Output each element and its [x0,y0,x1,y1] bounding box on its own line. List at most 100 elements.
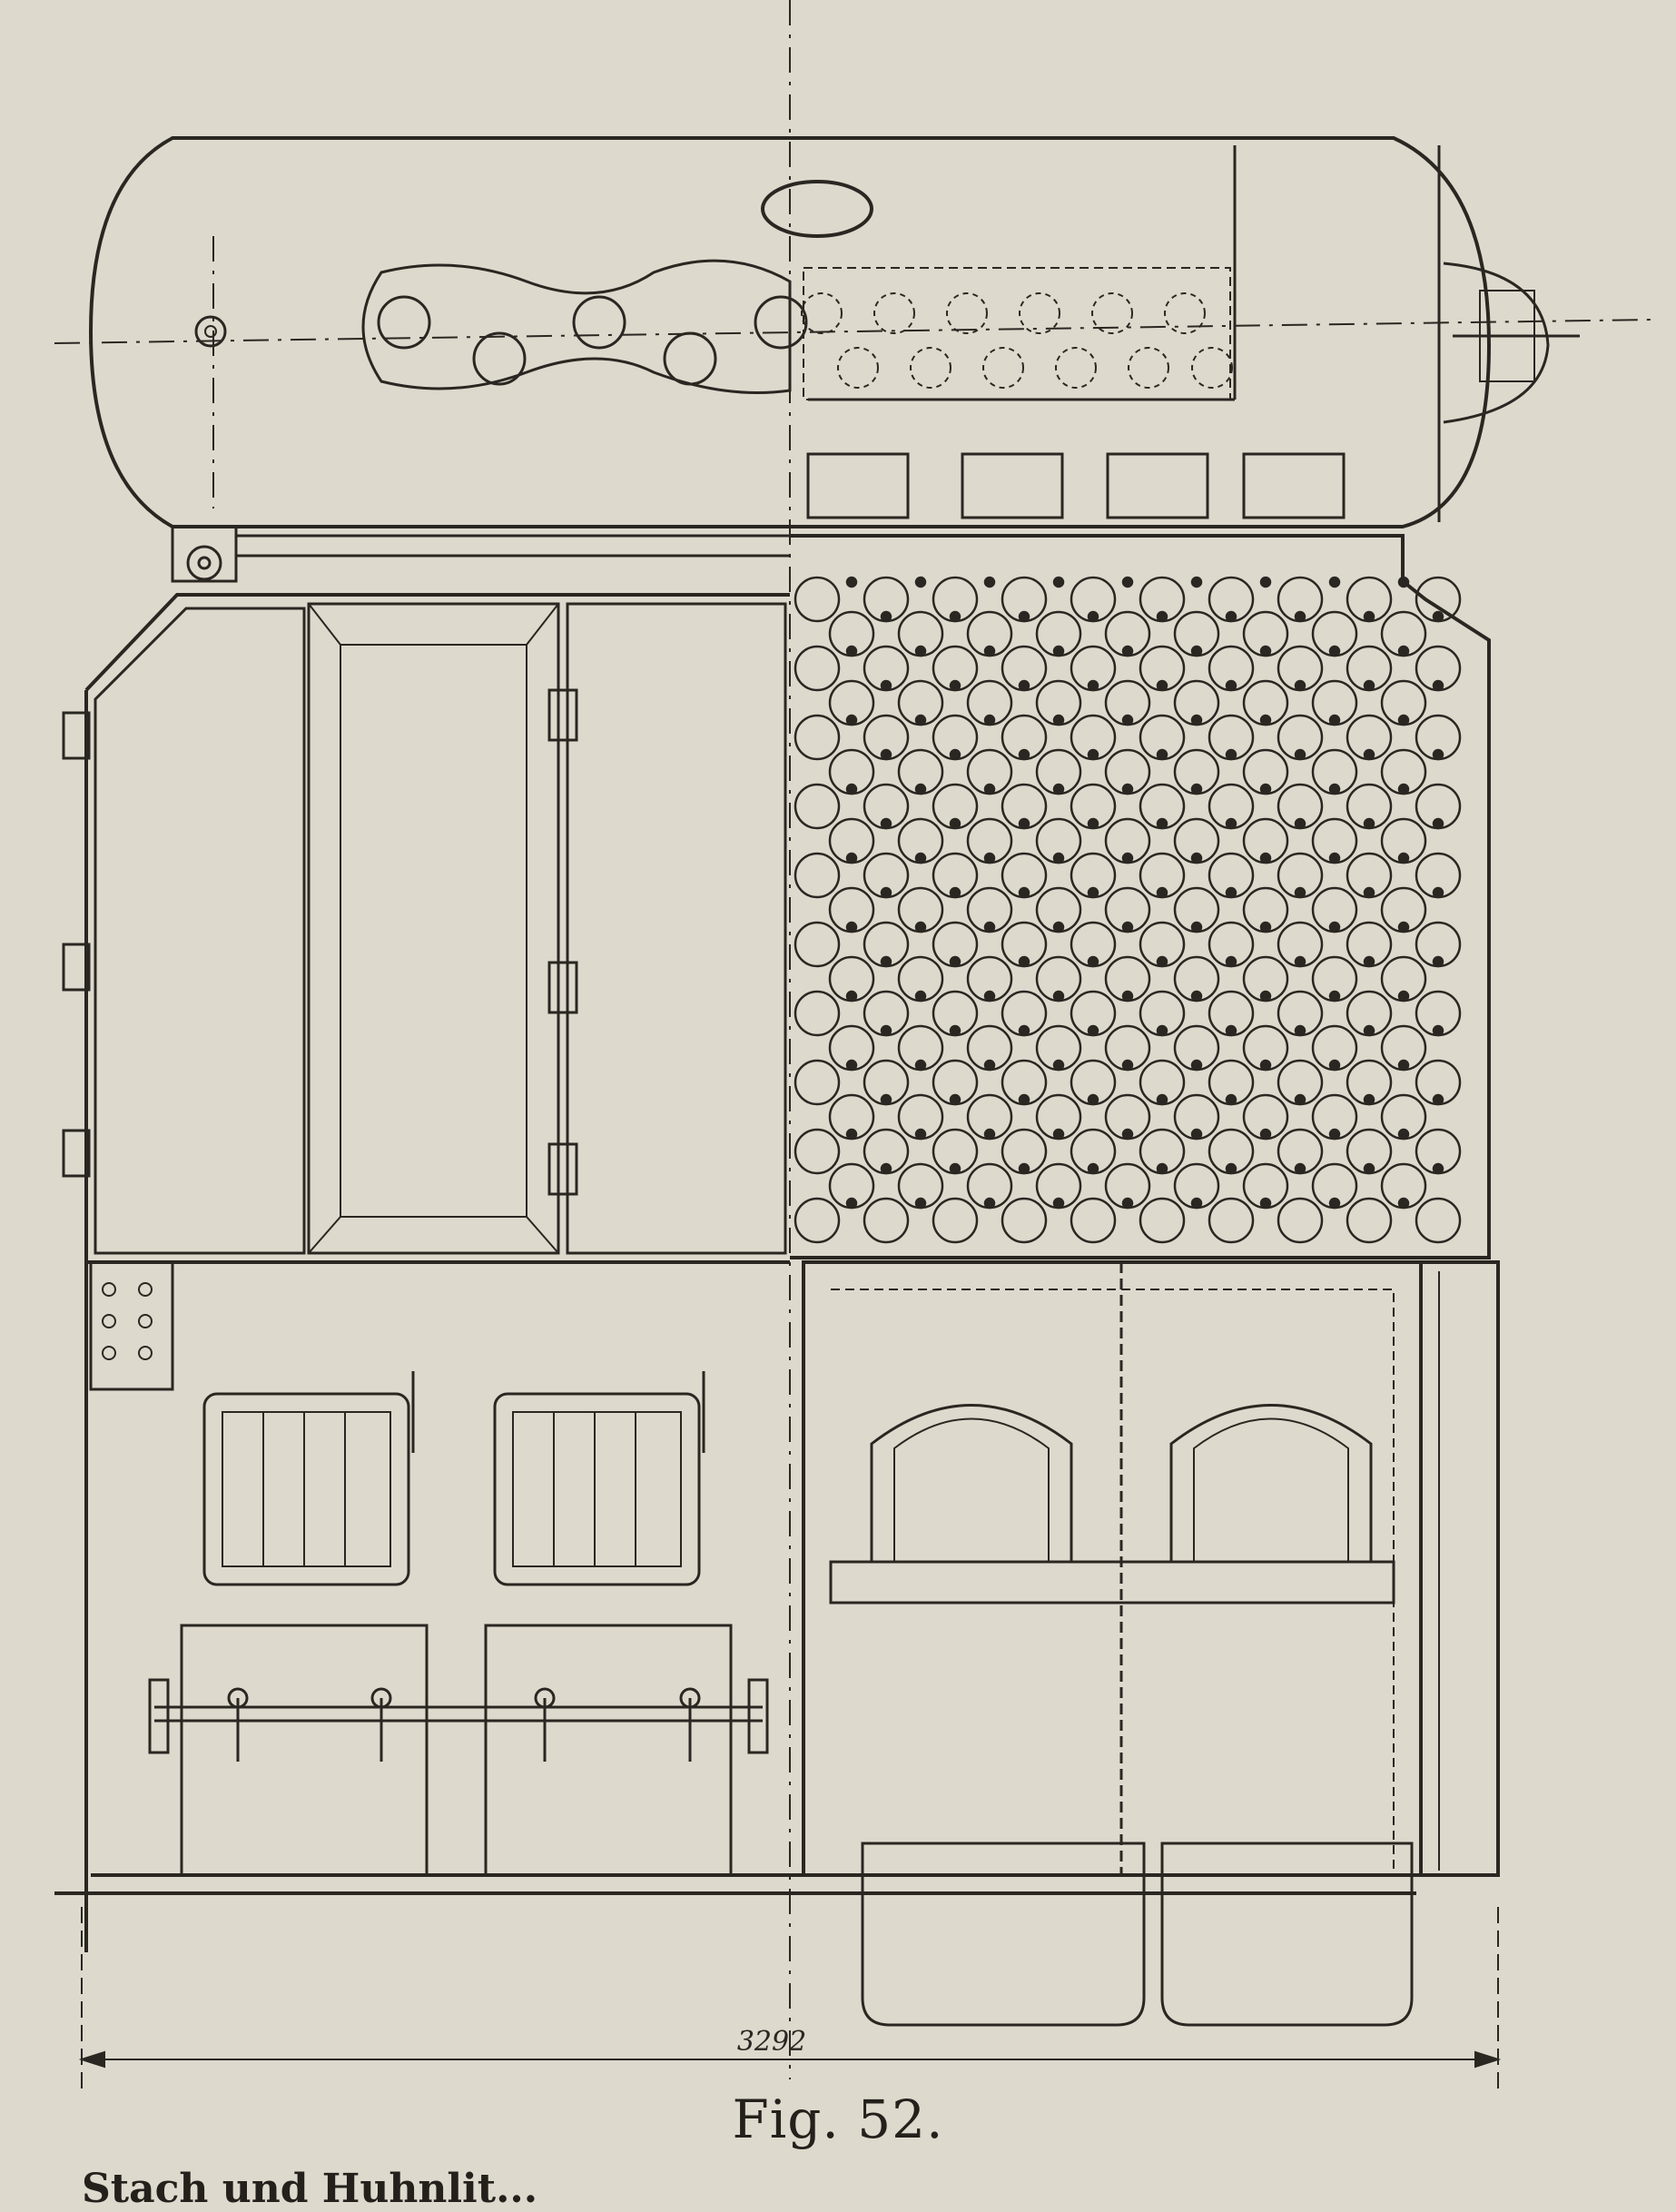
stay-hole [1328,1059,1341,1071]
stay-hole [1052,576,1065,588]
stay-hole [1087,886,1099,899]
stay-hole [1294,610,1306,623]
stay-hole [1363,817,1375,830]
stay-hole [1018,610,1030,623]
stay-hole [1328,921,1341,933]
stay-hole [1259,576,1272,588]
stay-hole [1087,679,1099,692]
tube-end [1139,1197,1186,1244]
stay-hole [1225,1024,1237,1037]
stay-hole [1225,886,1237,899]
stay-hole [1121,990,1134,1002]
stay-hole [1156,955,1168,968]
stay-hole [1087,748,1099,761]
stay-hole [1156,1093,1168,1106]
stay-hole [1121,645,1134,657]
stay-hole [1190,1197,1203,1210]
boiler-tubes [794,576,1462,1244]
header-nozzles [377,295,808,386]
stay-hole [1018,748,1030,761]
stay-hole [1432,817,1444,830]
stay-hole [1156,679,1168,692]
stay-hole [1259,783,1272,795]
stay-hole [1328,645,1341,657]
tube-end [794,645,841,692]
tube-end [794,921,841,968]
stay-hole [1190,921,1203,933]
stay-hole [1397,783,1410,795]
stay-hole [1397,921,1410,933]
stay-hole [1052,1197,1065,1210]
stay-hole [949,748,961,761]
stay-hole [983,852,996,864]
stay-hole [914,1128,927,1141]
stay-hole [1052,714,1065,726]
stay-hole [1225,610,1237,623]
stay-hole [1018,817,1030,830]
stay-hole [914,1059,927,1071]
stay-hole [1121,714,1134,726]
stay-hole [1087,1093,1099,1106]
ashpit-doors [148,1624,769,1877]
stay-hole [1190,783,1203,795]
stay-hole [1018,679,1030,692]
stay-hole [949,1162,961,1175]
tube-end [1415,1197,1462,1244]
stay-hole [1190,576,1203,588]
stay-hole [1432,886,1444,899]
stay-hole [1052,921,1065,933]
stay-hole [1397,714,1410,726]
stay-hole [1156,610,1168,623]
stay-hole [1294,817,1306,830]
stay-hole [1259,1128,1272,1141]
stay-hole [1294,1093,1306,1106]
stay-hole [1121,1128,1134,1141]
center-lines [54,0,1653,2079]
stay-hole [1363,679,1375,692]
stay-hole [845,921,858,933]
stay-hole [1397,1059,1410,1071]
stay-hole [880,1162,892,1175]
stay-hole [1397,576,1410,588]
stay-hole [1363,1024,1375,1037]
stay-hole [1294,748,1306,761]
tube-end [1208,1197,1255,1244]
stay-hole [1121,576,1134,588]
stay-hole [983,1197,996,1210]
stay-hole [949,955,961,968]
stay-hole [1190,852,1203,864]
stay-hole [949,1093,961,1106]
stay-hole [880,955,892,968]
stay-hole [949,817,961,830]
tube-end [1346,1197,1393,1244]
stay-hole [1328,576,1341,588]
dimension-line [78,1907,1502,2089]
superheater-tubes [801,292,1233,389]
stay-hole [1018,1024,1030,1037]
stay-hole [1018,955,1030,968]
stay-hole [1328,1197,1341,1210]
stay-hole [1432,1093,1444,1106]
stay-hole [983,783,996,795]
stay-hole [1294,955,1306,968]
stay-hole [1052,783,1065,795]
stay-hole [1018,886,1030,899]
stay-hole [1259,714,1272,726]
tube-end [794,576,841,623]
stay-hole [983,645,996,657]
stay-hole [1121,783,1134,795]
stay-hole [1190,645,1203,657]
stay-hole [1328,1128,1341,1141]
upper-drum [88,136,1580,528]
stay-hole [1052,645,1065,657]
stay-hole [1328,714,1341,726]
stay-hole [949,610,961,623]
stay-hole [1432,1162,1444,1175]
stay-hole [1363,610,1375,623]
stay-hole [845,1197,858,1210]
stay-hole [1052,852,1065,864]
stay-hole [1259,645,1272,657]
stay-hole [845,576,858,588]
stay-hole [914,645,927,657]
stay-hole [1294,886,1306,899]
